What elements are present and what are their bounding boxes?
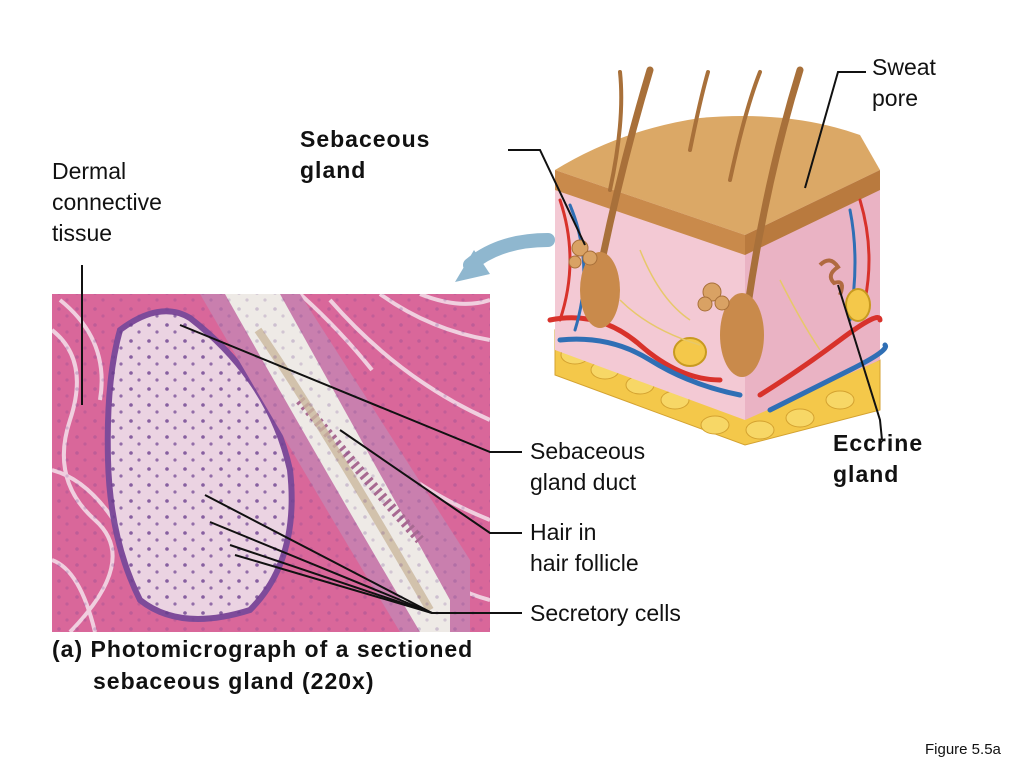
label-hair-in-hair-follicle: Hair in hair follicle (530, 519, 639, 576)
figure-number: Figure 5.5a (925, 741, 1001, 758)
label-eccrine-gland: Eccrine gland (833, 430, 924, 487)
label-secretory-cells: Secretory cells (530, 600, 681, 626)
label-sweat-pore: Sweat pore (872, 54, 936, 111)
caption-line-2: sebaceous gland (220x) (93, 668, 375, 694)
caption-line-1: (a) Photomicrograph of a sectioned (52, 636, 474, 662)
label-dermal-connective-tissue: Dermal connective tissue (52, 158, 162, 246)
label-sebaceous-gland: Sebaceous gland (300, 126, 431, 183)
label-sebaceous-gland-duct: Sebaceous gland duct (530, 438, 646, 495)
